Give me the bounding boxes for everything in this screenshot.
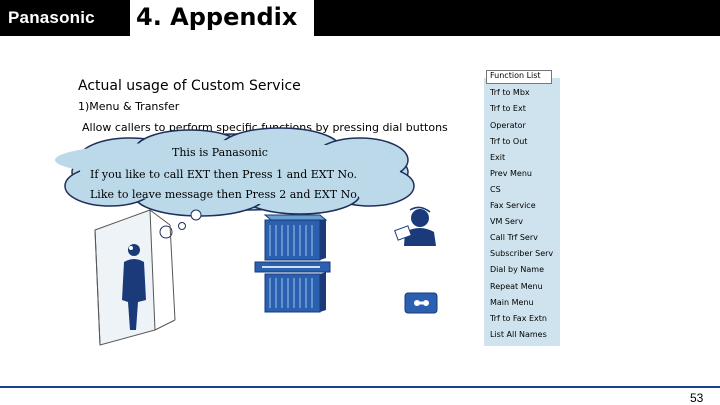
function-list-tab <box>486 70 552 84</box>
bubble-line-option-1: If you like to call EXT then Press 1 and… <box>90 168 357 181</box>
function-item: Exit <box>490 153 506 162</box>
function-item: Call Trf Serv <box>490 233 538 242</box>
function-item: Trf to Fax Extn <box>490 314 547 323</box>
function-item: Dial by Name <box>490 265 545 274</box>
function-item: Trf to Mbx <box>490 88 530 97</box>
page-title: 4. Appendix <box>136 3 298 31</box>
function-list-header: Function List <box>490 71 541 80</box>
section-subtitle: 1)Menu & Transfer <box>78 100 180 113</box>
logo-box <box>0 0 130 36</box>
voice-mail-icon <box>404 292 438 314</box>
function-item: List All Names <box>490 330 547 339</box>
footer-line <box>0 386 720 388</box>
title-tab <box>130 0 314 36</box>
function-item: Operator <box>490 121 526 130</box>
function-item: Subscriber Serv <box>490 249 554 258</box>
page-number: 53 <box>690 391 704 405</box>
bubble-tail-2 <box>178 222 186 230</box>
pbx-system-icon <box>254 214 331 313</box>
function-item: Trf to Ext <box>490 104 526 113</box>
function-item: Main Menu <box>490 298 534 307</box>
function-item: VM Serv <box>490 217 523 226</box>
function-item: Fax Service <box>490 201 536 210</box>
panasonic-logo: Panasonic <box>8 8 95 27</box>
function-item: CS <box>490 185 501 194</box>
function-list-panel <box>484 78 560 346</box>
bubble-line-option-2: Like to leave message then Press 2 and E… <box>90 188 361 201</box>
section-title: Actual usage of Custom Service <box>78 78 301 94</box>
function-item: Prev Menu <box>490 169 532 178</box>
bubble-tail-1 <box>190 209 202 221</box>
bubble-tail-3 <box>159 225 173 239</box>
function-item: Repeat Menu <box>490 282 543 291</box>
function-item: Trf to Out <box>490 137 528 146</box>
operator-headset-icon <box>394 206 436 246</box>
bubble-line-greeting: This is Panasonic <box>172 146 268 159</box>
caller-person-icon <box>94 209 176 346</box>
